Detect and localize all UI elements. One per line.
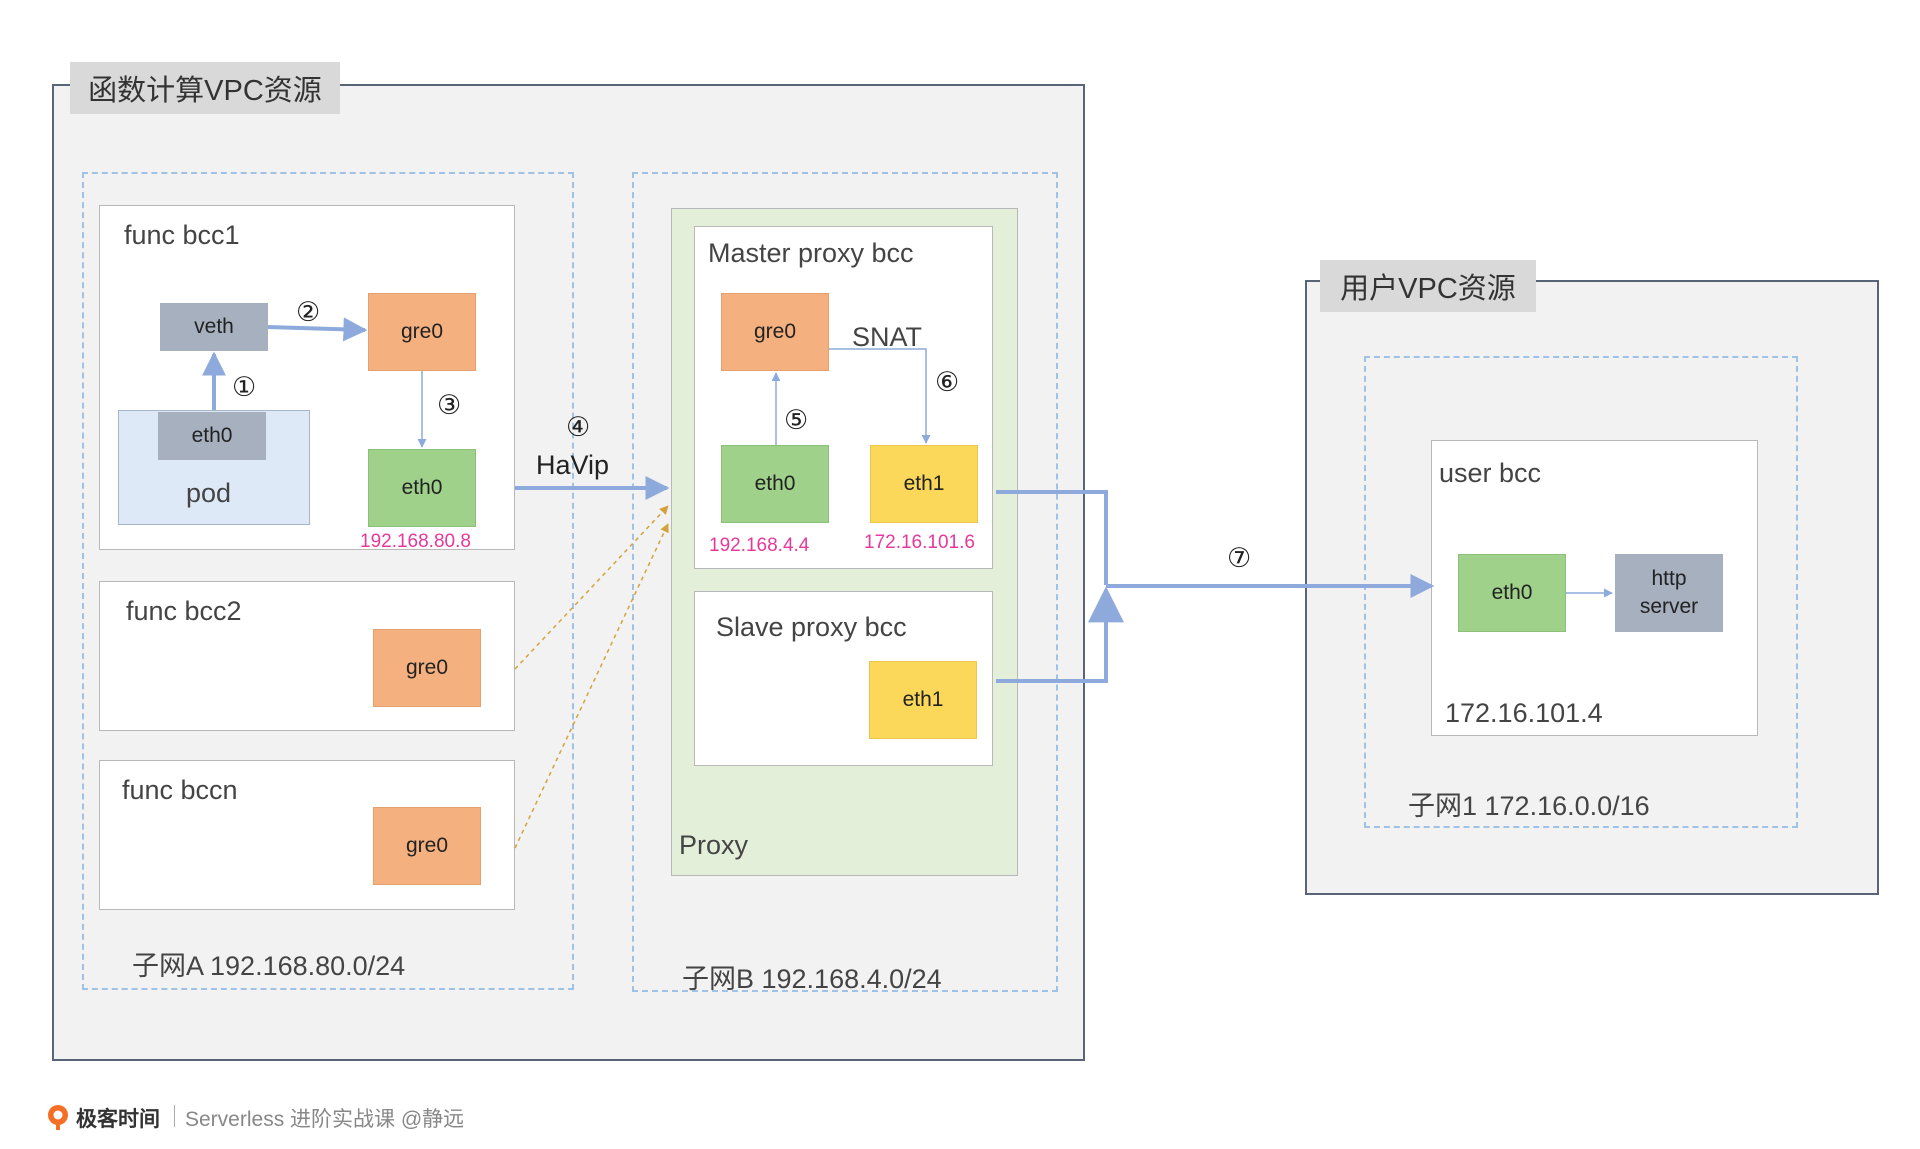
func-vpc-title: 函数计算VPC资源	[70, 62, 340, 114]
pod-label: pod	[186, 478, 232, 508]
master-eth0-box: eth0	[721, 445, 829, 523]
user-subnet-label: 子网1 172.16.0.0/16	[1408, 791, 1650, 821]
bcc1-gre0-box: gre0	[368, 293, 476, 371]
user-subnet	[1364, 356, 1798, 828]
step-6-label: ⑥	[935, 367, 960, 397]
master-proxy-label: Master proxy bcc	[708, 238, 914, 268]
step-3-label: ③	[437, 390, 462, 420]
slave-eth1-box: eth1	[869, 661, 977, 739]
step-2-label: ②	[296, 297, 321, 327]
master-gre0-box: gre0	[721, 293, 829, 371]
dotted-bcc2	[514, 505, 669, 670]
http-server-line2: server	[1639, 595, 1699, 618]
footer-course: Serverless 进阶实战课 @静远	[185, 1108, 465, 1131]
pod-eth0-box: eth0	[158, 412, 266, 460]
step-1-label: ①	[232, 372, 257, 402]
footer-brand: 极客时间	[76, 1108, 160, 1131]
func-bcc2-label: func bcc2	[126, 596, 242, 626]
line-slave-eth1-out	[996, 586, 1124, 683]
user-eth0-box: eth0	[1458, 554, 1566, 632]
dotted-bccn	[514, 523, 669, 849]
pod-box	[118, 410, 310, 525]
geektime-logo-icon	[48, 1105, 68, 1130]
slave-proxy-label: Slave proxy bcc	[716, 612, 907, 642]
step-4-label: ④	[566, 412, 591, 442]
master-eth0-ip: 192.168.4.4	[709, 535, 810, 556]
veth-box: veth	[160, 303, 268, 351]
step-7-label: ⑦	[1227, 543, 1252, 573]
user-bcc-ip: 172.16.101.4	[1445, 698, 1603, 728]
bcc1-eth0-ip: 192.168.80.8	[360, 531, 471, 552]
user-vpc-title: 用户VPC资源	[1320, 260, 1536, 312]
step-5-label: ⑤	[784, 405, 809, 435]
subnet-a-label: 子网A 192.168.80.0/24	[132, 951, 406, 981]
arrow-step2	[267, 317, 368, 342]
bccn-gre0-box: gre0	[373, 807, 481, 885]
havip-label: HaVip	[536, 450, 610, 480]
bcc1-eth0-box: eth0	[368, 449, 476, 527]
footer-divider	[174, 1105, 175, 1127]
http-server-line1: http	[1651, 566, 1687, 590]
proxy-label: Proxy	[679, 830, 749, 860]
bcc2-gre0-box: gre0	[373, 629, 481, 707]
func-bccn-label: func bccn	[122, 775, 238, 805]
http-server-box: http server	[1615, 554, 1723, 632]
subnet-b	[632, 172, 1058, 992]
user-bcc-label: user bcc	[1439, 458, 1542, 488]
subnet-b-label: 子网B 192.168.4.0/24	[682, 964, 942, 994]
master-eth1-box: eth1	[870, 445, 978, 523]
subnet-a	[82, 172, 574, 990]
snat-label: SNAT	[852, 322, 923, 352]
func-bcc1-label: func bcc1	[124, 220, 240, 250]
master-eth1-ip: 172.16.101.6	[864, 532, 975, 553]
arrow-step6	[829, 348, 931, 444]
line-master-eth1-out	[996, 490, 1108, 585]
